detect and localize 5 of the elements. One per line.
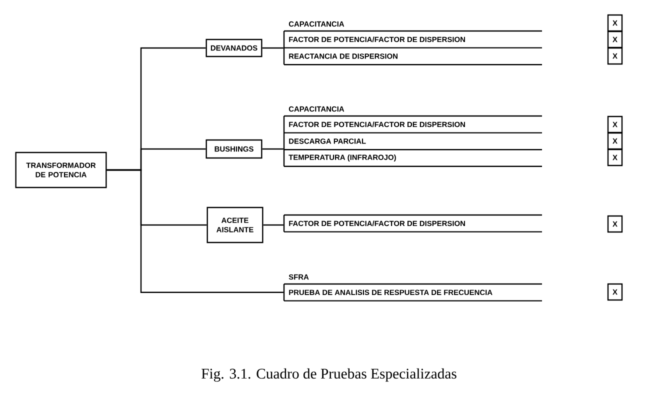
connector-line [106, 169, 284, 293]
caption: Fig. 3.1. Cuadro de Pruebas Especializadas [202, 368, 456, 382]
connector-line [262, 148, 284, 150]
connector-line [263, 224, 284, 226]
connector-line [262, 47, 284, 49]
